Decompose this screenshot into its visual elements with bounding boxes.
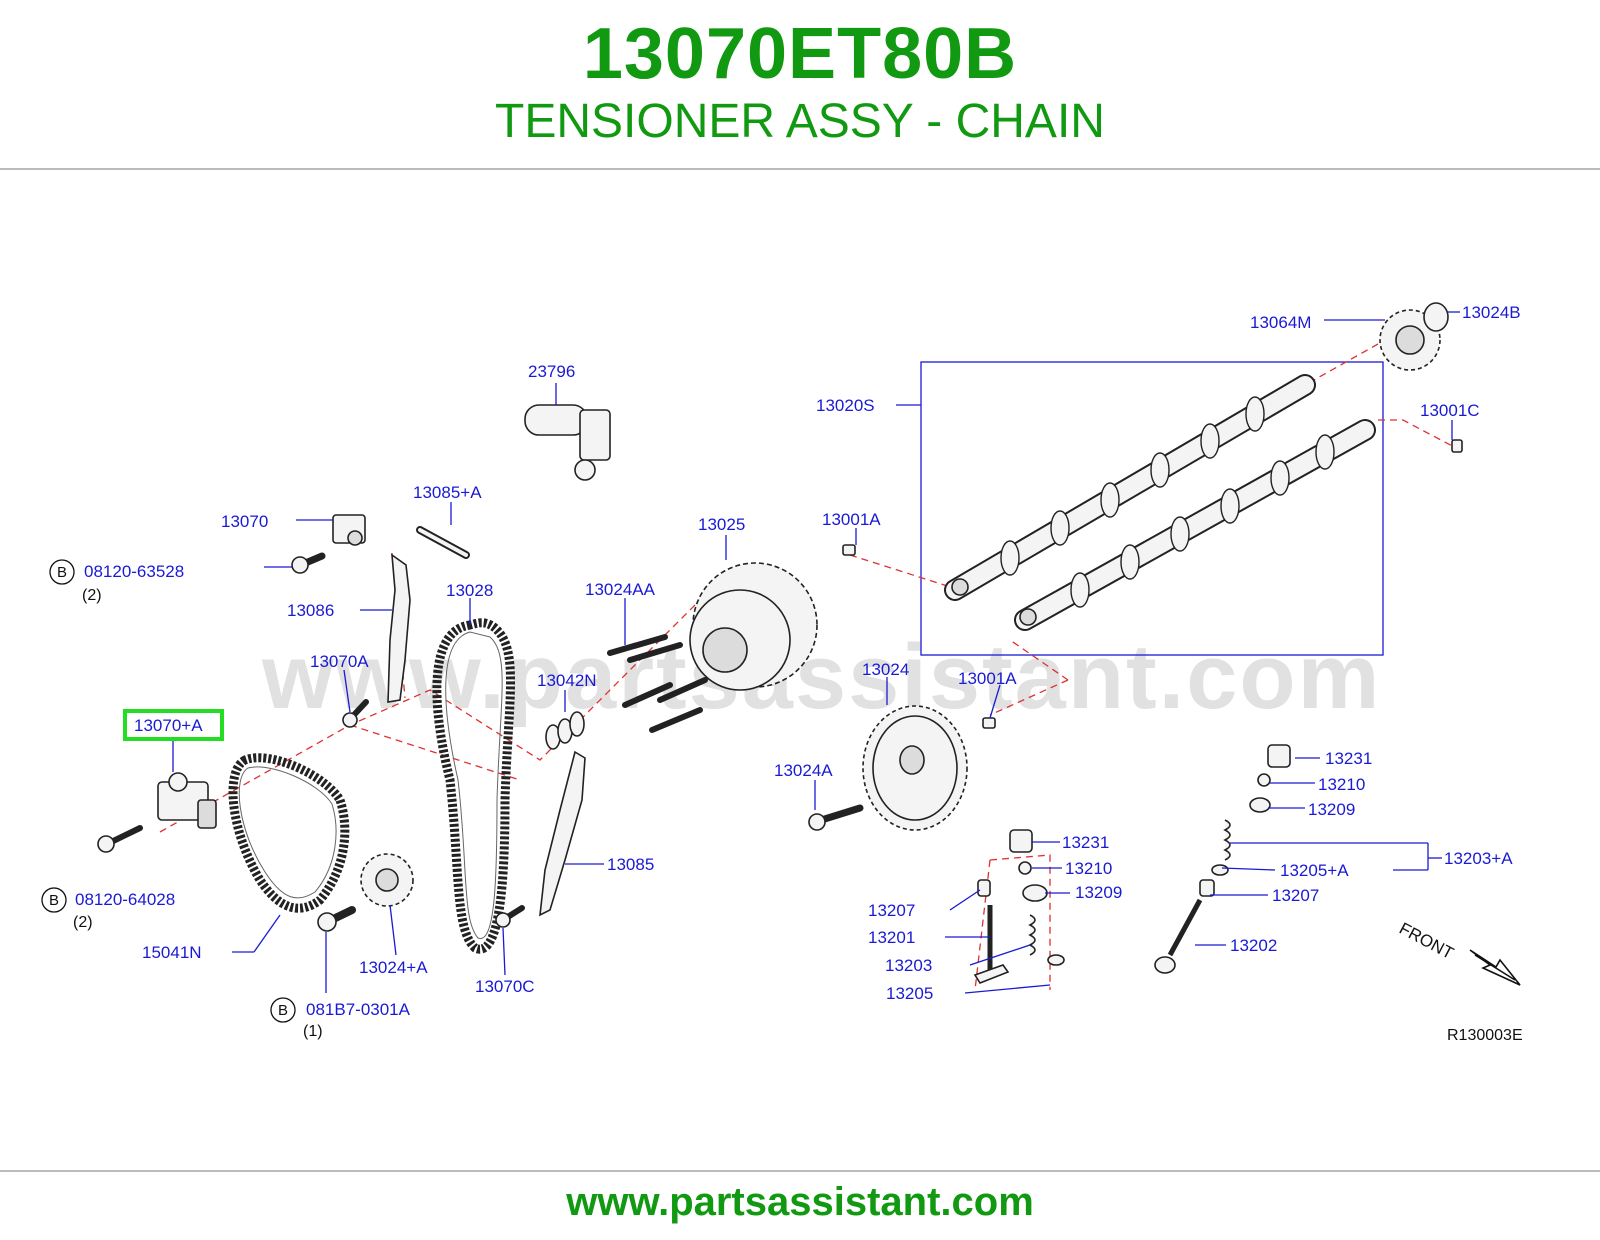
bolt-marker-b1 (49, 559, 75, 585)
label-13209-left[interactable]: 13209 (1075, 883, 1122, 902)
label-13207-left[interactable]: 13207 (868, 901, 915, 920)
label-13231-left[interactable]: 13231 (1062, 833, 1109, 852)
label-13001C[interactable]: 13001C (1420, 401, 1480, 420)
valve-train-right (1154, 744, 1291, 974)
footer-divider (0, 1170, 1600, 1172)
part-name-subtitle: TENSIONER ASSY - CHAIN (495, 95, 1105, 148)
label-13070C[interactable]: 13070C (475, 977, 535, 996)
label-13205[interactable]: 13205 (886, 984, 933, 1003)
bolt-marker-b2 (41, 887, 67, 913)
label-08120-64028[interactable]: 08120-64028 (75, 890, 175, 909)
label-13024AA[interactable]: 13024AA (585, 580, 656, 599)
diagram-code: R130003E (1447, 1027, 1523, 1044)
label-13086[interactable]: 13086 (287, 601, 334, 620)
pin-13001C (1451, 439, 1463, 453)
front-label: FRONT (1396, 919, 1457, 963)
parts-diagram: www.partsassistant.com (0, 172, 1600, 1168)
label-13207-right[interactable]: 13207 (1272, 886, 1319, 905)
seal-rings-13042N (545, 711, 585, 750)
timing-chain-13028 (432, 618, 515, 954)
label-13070A[interactable]: 13070A (310, 652, 369, 671)
label-081B7-0301A[interactable]: 081B7-0301A (306, 1000, 411, 1019)
page-header: 13070ET80B TENSIONER ASSY - CHAIN (0, 0, 1600, 168)
bolt-marker-b3-letter: B (278, 1002, 288, 1019)
tensioner-13070A-assy (157, 772, 217, 829)
cam-sprocket-13064M (1379, 309, 1441, 371)
header-divider (0, 168, 1600, 170)
part-number-title: 13070ET80B (582, 14, 1018, 94)
label-13024A[interactable]: 13024A (774, 761, 833, 780)
label-13020S[interactable]: 13020S (816, 396, 875, 415)
exploded-view-svg: www.partsassistant.com (41, 302, 1523, 1044)
dowel-pin-13001A-lower (982, 717, 996, 729)
camshaft-upper (944, 374, 1316, 601)
front-arrow-icon (1469, 949, 1521, 986)
bolt-13070A (342, 699, 369, 728)
highlight-box (123, 709, 224, 741)
chain-guide-13085 (539, 750, 586, 917)
camshaft-lower (1014, 419, 1376, 631)
label-13201[interactable]: 13201 (868, 928, 915, 947)
bolt-marker-b1-letter: B (57, 564, 67, 581)
bolt-08120-63528 (291, 552, 326, 574)
label-13085[interactable]: 13085 (607, 855, 654, 874)
label-13001A-lower[interactable]: 13001A (958, 669, 1017, 688)
label-13042N[interactable]: 13042N (537, 671, 597, 690)
label-13231-right[interactable]: 13231 (1325, 749, 1372, 768)
label-13024B[interactable]: 13024B (1462, 303, 1521, 322)
label-23796[interactable]: 23796 (528, 362, 575, 381)
label-13209-right[interactable]: 13209 (1308, 800, 1355, 819)
leader-lines (172, 311, 1460, 994)
label-13025[interactable]: 13025 (698, 515, 745, 534)
label-13070[interactable]: 13070 (221, 512, 268, 531)
tensioner-13070 (332, 514, 366, 546)
label-13028[interactable]: 13028 (446, 581, 493, 600)
oil-pump-chain-15041N (228, 753, 350, 913)
cam-gear-13024 (862, 705, 968, 831)
label-13064M[interactable]: 13064M (1250, 313, 1311, 332)
cam-sprocket-13025 (689, 562, 818, 691)
label-13210-right[interactable]: 13210 (1318, 775, 1365, 794)
qty-08120-63528: (2) (82, 587, 102, 604)
bolt-marker-b2-letter: B (49, 892, 59, 909)
crank-sprocket-13024A (360, 853, 414, 907)
bolt-marker-b3 (270, 997, 296, 1023)
label-13024[interactable]: 13024 (862, 660, 909, 679)
bolt-13070C (495, 905, 525, 928)
chain-guide-13086 (387, 553, 411, 703)
label-13070A-highlighted[interactable]: 13070+A (134, 716, 203, 735)
bolt-081B7-0301A (317, 906, 356, 932)
qty-081B7-0301A: (1) (303, 1023, 323, 1040)
label-13210-left[interactable]: 13210 (1065, 859, 1112, 878)
washer-13024B (1423, 302, 1449, 332)
label-15041N[interactable]: 15041N (142, 943, 202, 962)
qty-08120-64028: (2) (73, 914, 93, 931)
bolt-13024A (808, 804, 864, 831)
bolts-13024AA (607, 634, 708, 733)
footer-website-link[interactable]: www.partsassistant.com (566, 1180, 1034, 1224)
label-13203A[interactable]: 13203+A (1444, 849, 1513, 868)
cam-position-sensor-23796 (524, 404, 611, 481)
label-13001A-upper[interactable]: 13001A (822, 510, 881, 529)
assembly-lines (159, 343, 1457, 991)
label-13205A[interactable]: 13205+A (1280, 861, 1349, 880)
label-13203[interactable]: 13203 (885, 956, 932, 975)
bolt-08120-64028 (97, 825, 143, 853)
label-08120-63528[interactable]: 08120-63528 (84, 562, 184, 581)
watermark-text: www.partsassistant.com (261, 626, 1381, 728)
camshaft-kit-frame (920, 361, 1384, 656)
gasket-13085A (416, 526, 470, 559)
label-13024A-plus[interactable]: 13024+A (359, 958, 428, 977)
dowel-pin-13001A-upper (842, 544, 856, 556)
label-13202[interactable]: 13202 (1230, 936, 1277, 955)
label-13085A[interactable]: 13085+A (413, 483, 482, 502)
